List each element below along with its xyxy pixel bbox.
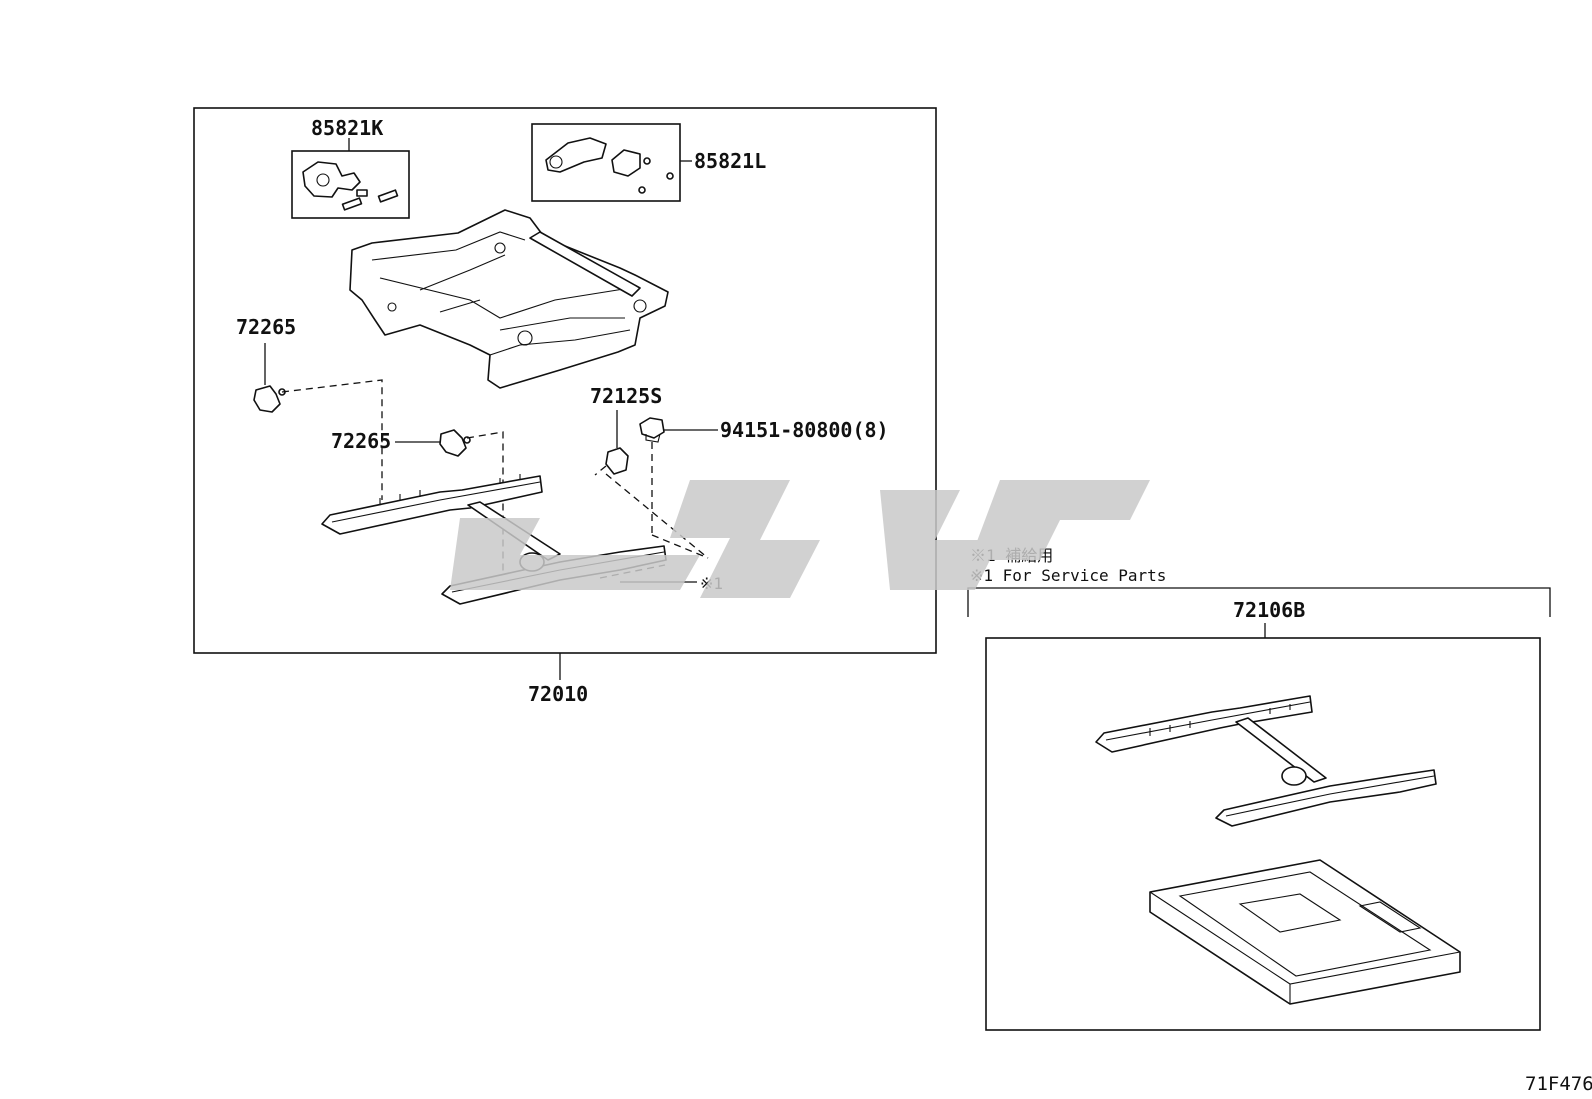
bracket-part (605, 447, 629, 475)
motor-l-part (545, 137, 674, 194)
motor-k-box (291, 150, 410, 219)
motor-k-part (302, 161, 399, 211)
cover-lower-part (439, 429, 471, 457)
label-nut: 94151-80800(8) (720, 418, 889, 442)
label-cover-upper: 72265 (236, 315, 296, 339)
label-cover-lower: 72265 (331, 429, 391, 453)
service-bracket (967, 587, 1551, 617)
drawing-code: 71F476 (1525, 1073, 1592, 1095)
label-motor-k: 85821K (311, 116, 383, 140)
assembly-frame (193, 107, 937, 654)
seat-frame (349, 209, 669, 389)
service-adjuster-part (1095, 695, 1437, 827)
motor-l-box (531, 123, 681, 202)
note-en: ※1 For Service Parts (970, 566, 1166, 585)
label-assembly: 72010 (528, 682, 588, 706)
label-bracket: 72125S (590, 384, 662, 408)
cover-upper-part (253, 385, 286, 413)
packing-tray (1149, 859, 1461, 1005)
service-box (985, 637, 1541, 1031)
nut-part (639, 417, 665, 443)
watermark-logo (450, 480, 1150, 598)
label-motor-l: 85821L (694, 149, 766, 173)
label-service-adjuster: 72106B (1233, 598, 1305, 622)
